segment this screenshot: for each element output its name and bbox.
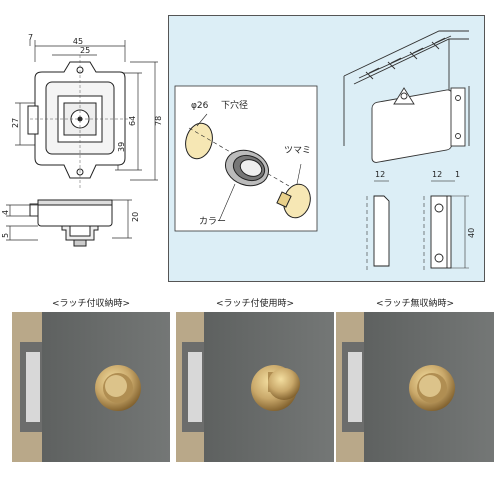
dim-pitch: 25 <box>80 46 90 55</box>
hole-name-label: 下穴径 <box>221 99 248 111</box>
dim-1: 1 <box>455 170 460 179</box>
dim-lower: 39 <box>117 142 126 152</box>
dim-side-top: 4 <box>1 210 10 215</box>
photo-latch-in-use <box>176 312 334 462</box>
dim-12a: 12 <box>375 170 385 179</box>
dim-side-bottom: 5 <box>1 233 10 238</box>
collar-label: カラー <box>199 216 226 227</box>
dim-left: 27 <box>11 118 20 128</box>
dim-12b: 12 <box>432 170 442 179</box>
photo-latch-stored <box>12 312 170 462</box>
dim-outer: 78 <box>154 116 163 126</box>
front-view-drawing <box>6 40 158 247</box>
photo-caption-2: <ラッチ付使用時> <box>215 299 295 309</box>
hole-diameter-label: φ26 <box>191 101 209 111</box>
dim-top-small: 7 <box>28 33 33 42</box>
photo-caption-3: <ラッチ無収納時> <box>375 299 455 309</box>
front-view-dimensions: 7 45 25 27 64 78 39 4 5 20 <box>1 33 163 238</box>
photo-no-latch-stored <box>336 312 494 462</box>
dim-width: 45 <box>73 37 83 46</box>
knob-label: ツマミ <box>284 146 311 156</box>
dim-40: 40 <box>467 228 476 238</box>
dim-side-height: 20 <box>131 212 140 222</box>
photo-caption-1: <ラッチ付収納時> <box>51 299 131 309</box>
installation-panel: φ26 下穴径 カラー ツマミ 12 12 1 40 <box>168 15 485 282</box>
installation-diagram: φ26 下穴径 カラー ツマミ 12 12 1 40 <box>174 30 476 271</box>
dim-inner: 64 <box>128 116 137 126</box>
